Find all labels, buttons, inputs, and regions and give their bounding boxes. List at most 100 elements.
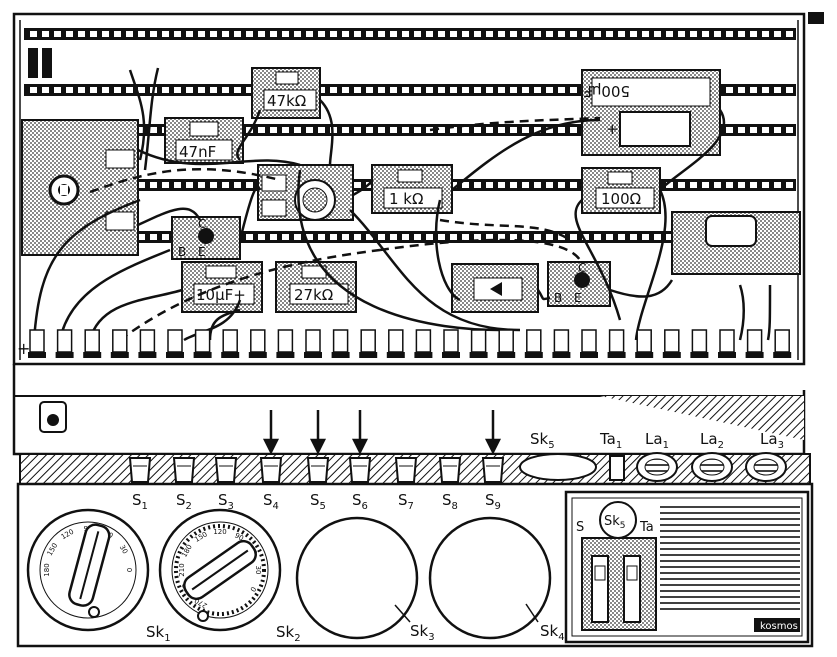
switch-s8[interactable] (438, 457, 462, 483)
rail-slot (42, 31, 49, 37)
rail-slot (318, 234, 325, 240)
terminal[interactable] (414, 329, 433, 358)
rail-slot (570, 182, 577, 188)
rail-slot (258, 127, 265, 133)
switch-s1[interactable] (128, 457, 152, 483)
socket-sk3[interactable] (295, 516, 419, 640)
rail-slot (486, 127, 493, 133)
brand-badge (754, 618, 800, 632)
rail-slot (54, 87, 61, 93)
rail-slot (486, 234, 493, 240)
terminal[interactable] (442, 329, 460, 358)
rail-slot (222, 87, 229, 93)
rail-slot (222, 182, 229, 188)
dashed-wires (89, 116, 601, 342)
terminal[interactable] (552, 329, 571, 358)
rail-slot (702, 31, 709, 37)
socket-sk4[interactable] (428, 516, 552, 640)
resistor-label: 1 kΩ (389, 190, 423, 208)
terminal[interactable] (718, 329, 736, 358)
sk2-label: Sk2 (276, 623, 301, 644)
terminal[interactable] (662, 329, 681, 358)
rail-slot (462, 87, 469, 93)
terminal[interactable] (138, 329, 157, 358)
rail-slot (210, 182, 217, 188)
rail-slot (150, 182, 157, 188)
capacitor-10uF: 10µF+ (181, 261, 263, 313)
terminal[interactable] (276, 329, 295, 358)
terminal[interactable] (193, 329, 212, 358)
rail-slot (426, 234, 433, 240)
rail-slot (654, 234, 661, 240)
dial-sk2[interactable]: 2702402101801501209060300 (158, 508, 282, 632)
terminal[interactable] (635, 329, 654, 358)
terminal[interactable] (607, 329, 626, 358)
dial-tick-label: 30 (254, 566, 262, 575)
rail-slot (474, 31, 481, 37)
switch-s3[interactable] (214, 457, 238, 483)
terminal[interactable] (166, 329, 184, 358)
switch-s4[interactable] (259, 457, 283, 483)
rail-slot (342, 31, 349, 37)
switch-label: S5 (310, 491, 326, 512)
switch-s5[interactable] (306, 457, 330, 483)
rail-slot (498, 31, 505, 37)
terminal[interactable] (745, 329, 764, 358)
switch-s6[interactable] (348, 457, 372, 483)
plus-sign: + (606, 120, 619, 138)
capacitor-500uF: 500µF + (581, 69, 721, 156)
rail-slot (510, 127, 517, 133)
rail-slot (582, 31, 589, 37)
rail-slot (510, 182, 517, 188)
terminal[interactable] (221, 329, 240, 358)
terminal[interactable] (524, 329, 543, 358)
terminal[interactable] (386, 329, 405, 358)
rail-slot (546, 87, 553, 93)
terminal[interactable] (248, 329, 267, 358)
rail-slot (222, 31, 229, 37)
terminal[interactable] (55, 329, 74, 358)
switch-s2[interactable] (172, 457, 196, 483)
terminal[interactable] (304, 329, 322, 358)
rail-slot (186, 87, 193, 93)
control-box: Sk5 S Ta kosmos (564, 490, 810, 644)
sk5-button[interactable] (519, 453, 597, 481)
terminal[interactable] (690, 329, 709, 358)
rail-slot (750, 87, 757, 93)
box-s-label: S (576, 520, 584, 535)
rail-slot (774, 127, 781, 133)
terminal[interactable] (359, 329, 378, 358)
rail-slot (414, 31, 421, 37)
dial-sk1[interactable]: 1801501209060300 (26, 508, 150, 632)
terminal[interactable] (83, 329, 102, 358)
terminal[interactable] (497, 329, 516, 358)
rail-slot (666, 31, 673, 37)
switch-s7[interactable] (394, 457, 418, 483)
rail-slot (474, 182, 481, 188)
rail-slot (666, 234, 673, 240)
rail-slot (390, 127, 397, 133)
terminal[interactable] (28, 329, 46, 358)
terminal[interactable] (110, 329, 129, 358)
terminal[interactable] (773, 329, 792, 358)
rail-slot (462, 127, 469, 133)
transistor-1: C B E (171, 216, 241, 260)
rail-slot (762, 182, 769, 188)
box-ta-label: Ta (639, 520, 654, 535)
rail-slot (762, 31, 769, 37)
rail-slot (486, 182, 493, 188)
terminal[interactable] (469, 329, 488, 358)
switch-s9[interactable] (481, 457, 505, 483)
rail-slot (354, 87, 361, 93)
dial-tick-label: 120 (213, 528, 226, 536)
rail-slot (378, 127, 385, 133)
terminal[interactable] (331, 329, 350, 358)
terminal[interactable] (580, 329, 598, 358)
rail-slot (642, 31, 649, 37)
rail-slot (474, 234, 481, 240)
rail-slot (642, 234, 649, 240)
rail-slot (162, 182, 169, 188)
rail-slot (150, 234, 157, 240)
dial-tick-label: 180 (43, 563, 51, 576)
ta1-button[interactable] (609, 455, 625, 481)
